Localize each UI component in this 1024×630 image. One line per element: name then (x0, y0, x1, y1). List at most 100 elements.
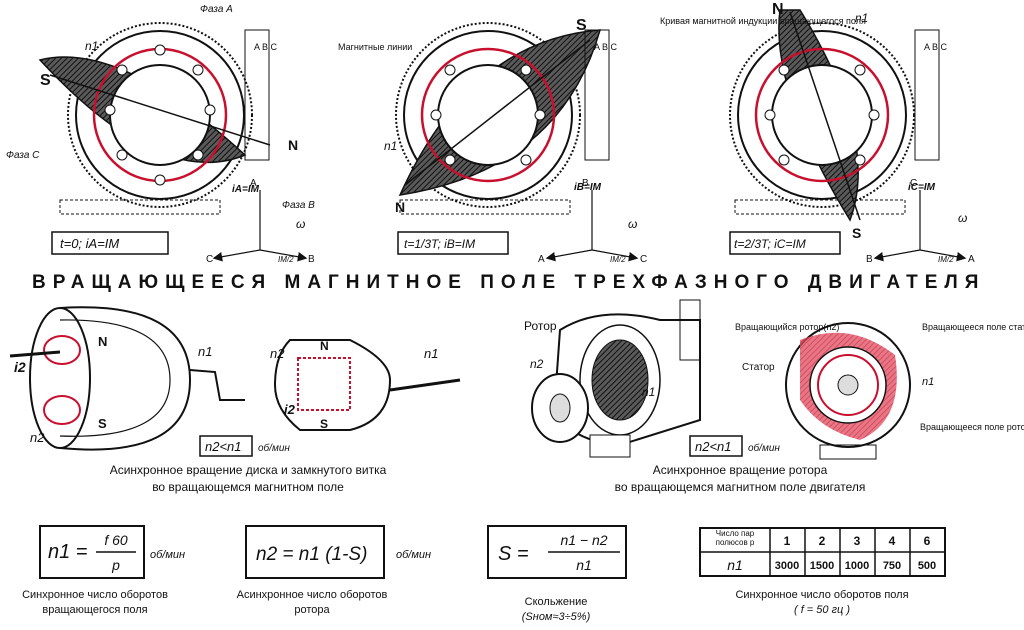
table-speed-1: 3000 (775, 560, 799, 572)
n1-label-2: n1 (384, 139, 397, 153)
caption-right-2: во вращающемся магнитном поле двигателя (615, 480, 866, 494)
condition-1: t=0; iA=IM (60, 236, 119, 251)
motor-panel-3: N S n1 Кривая магнитной индукции вращающ… (660, 1, 975, 265)
n2-label-1: n2 (30, 430, 45, 445)
phases-label-3: A B C (924, 42, 948, 52)
phase-a-label: Фаза A (200, 4, 233, 15)
pole-n-1: N (288, 137, 298, 153)
phases-label-2: A B C (594, 42, 618, 52)
formula-2-unit: об/мин (396, 549, 431, 561)
caption-left-2: во вращающемся магнитном поле (152, 480, 344, 494)
n1-label-5: n1 (424, 346, 438, 361)
axis-top-1: A (250, 178, 257, 189)
n1-label-1: n1 (85, 39, 98, 53)
axis-left-2: A (538, 254, 545, 265)
formula-n2-lt-n1-right: n2<n1 (695, 439, 732, 454)
curve-label: Кривая магнитной индукции вращающегося п… (660, 16, 866, 26)
table-speed-2: 1500 (810, 560, 834, 572)
unit-left: об/мин (258, 442, 290, 454)
n1-label-4: n1 (198, 344, 212, 359)
n1-label-7: n1 (922, 376, 934, 388)
pole-n-4: N (98, 334, 107, 349)
formula-synchronous: n1 = f 60 p об/мин Синхронное число обор… (22, 525, 185, 616)
formula-n2-lt-n1-left: n2<n1 (205, 439, 242, 454)
page-title: ВРАЩАЮЩЕЕСЯ МАГНИТНОЕ ПОЛЕ ТРЕХФАЗНОГО Д… (32, 272, 985, 293)
formula-1-den: p (111, 557, 120, 573)
caption-left-1: Асинхронное вращение диска и замкнутого … (110, 463, 387, 477)
table-row-label: n1 (727, 557, 743, 573)
formula-3-den: n1 (576, 557, 592, 573)
pole-s-1: S (40, 72, 51, 89)
formula-1-num: f 60 (104, 532, 128, 548)
formula-3-caption-2: (Sном≈3÷5%) (522, 611, 591, 623)
formula-1-left: n1 = (48, 541, 87, 563)
table-pole-5: 6 (924, 534, 931, 548)
axis-left-3: B (866, 254, 873, 265)
current-label-1: iA=IM (232, 184, 260, 195)
current-label-2: iB=IM (574, 182, 602, 193)
phase-c-label: Фаза C (6, 150, 40, 161)
phases-label-1: A B C (254, 42, 278, 52)
formula-slip: S = n1 − n2 n1 Скольжение (Sном≈3÷5%) (487, 525, 627, 623)
axis-right-2: C (640, 254, 647, 265)
i2-label-2: i2 (284, 402, 296, 417)
axis-right-1: B (308, 254, 315, 265)
current-label-3: iC=IM (908, 182, 936, 193)
formula-1-caption-2: вращающегося поля (42, 604, 147, 616)
pole-n-3: N (772, 1, 784, 18)
axis-frac-1: IM/2 (278, 255, 294, 264)
axis-frac-3: IM/2 (938, 255, 954, 264)
table-caption-1: Синхронное число оборотов поля (735, 589, 908, 601)
omega-2: ω (628, 217, 637, 231)
axis-top-2: B (582, 178, 589, 189)
formula-3-left: S = (498, 543, 529, 565)
formula-3-num: n1 − n2 (560, 532, 607, 548)
unit-right: об/мин (748, 442, 780, 454)
n1-label-3: n1 (855, 11, 868, 25)
formula-1-caption-1: Синхронное число оборотов (22, 589, 168, 601)
axis-left-1: C (206, 254, 213, 265)
formula-asynchronous: n2 = n1 (1-S) об/мин Асинхронное число о… (237, 525, 431, 616)
formula-2-caption-1: Асинхронное число оборотов (237, 589, 388, 601)
table-pole-2: 2 (819, 534, 826, 548)
table-header-label: Число пар полюсов p (715, 529, 755, 547)
pole-s-2: S (576, 17, 587, 34)
i2-label-1: i2 (14, 359, 26, 375)
disk-and-loop-illustration: i2 n2 n1 N S n2 n1 i2 N S n2<n1 об/мин А… (9, 306, 461, 494)
axis-frac-2: IM/2 (610, 255, 626, 264)
n2-label-2: n2 (270, 346, 285, 361)
phase-b-label: Фаза B (282, 200, 315, 211)
pole-s-4: S (98, 416, 107, 431)
rotor-field-label: Вращающееся поле ротора(n1) (920, 422, 1024, 432)
pole-s-3: S (852, 225, 861, 241)
pole-n-5: N (320, 339, 329, 353)
table-pole-1: 1 (784, 534, 791, 548)
rotating-rotor-label: Вращающийся ротор(n2) (735, 322, 839, 332)
pole-n-2: N (395, 199, 405, 215)
rotor-illustration: Ротор n2 n1 Вращающийся ротор(n2) Статор… (524, 299, 1024, 494)
omega-3: ω (958, 211, 967, 225)
table-pole-3: 3 (854, 534, 861, 548)
magnetic-lines-label: Магнитные линии (338, 42, 412, 52)
table-speed-5: 500 (918, 560, 936, 572)
stator-label: Статор (742, 362, 775, 373)
formula-2-caption-2: ротора (294, 604, 330, 616)
pole-speed-table: Число пар полюсов p n1 1 2 3 4 6 3000 15… (699, 527, 946, 616)
stator-housing (67, 22, 253, 208)
axis-right-3: A (968, 254, 975, 265)
rotor-label: Ротор (524, 319, 557, 333)
table-speed-3: 1000 (845, 560, 869, 572)
formula-2-expr: n2 = n1 (1-S) (256, 544, 367, 565)
omega-1: ω (296, 217, 305, 231)
n2-label-3: n2 (530, 357, 544, 371)
caption-right-1: Асинхронное вращение ротора (653, 463, 828, 477)
stator-field-label: Вращающееся поле статора(n1) (922, 322, 1024, 332)
condition-3: t=2/3T; iC=IM (734, 237, 806, 251)
n1-label-6: n1 (642, 385, 655, 399)
table-pole-4: 4 (889, 534, 896, 548)
pole-s-5: S (320, 417, 328, 431)
table-speed-4: 750 (883, 560, 901, 572)
table-caption-2: ( f = 50 гц ) (794, 604, 850, 616)
condition-2: t=1/3T; iB=IM (404, 237, 475, 251)
